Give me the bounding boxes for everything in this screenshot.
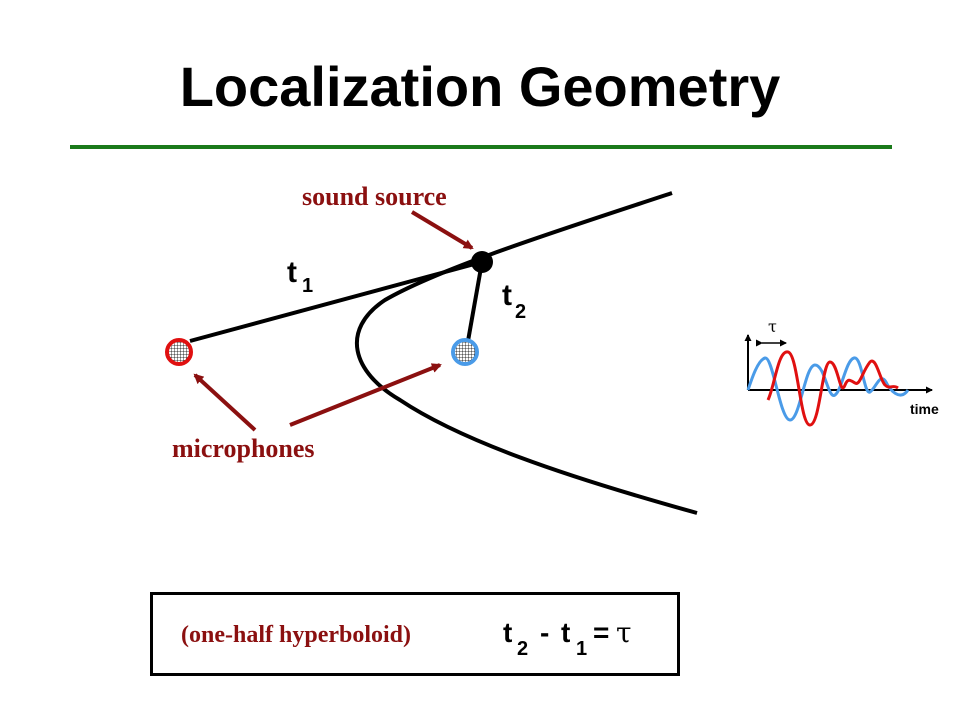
eq-t2: t <box>503 617 512 648</box>
hyperbola-branch <box>355 191 698 515</box>
equation-box: (one-half hyperboloid) t 2 - t 1 = τ <box>150 592 680 676</box>
hyperboloid-note: (one-half hyperboloid) <box>181 622 411 648</box>
eq-t1: t <box>561 617 570 648</box>
inset-tau-label: τ <box>768 317 777 336</box>
eq-minus: - <box>540 617 549 648</box>
path-t2-line <box>466 261 484 342</box>
eq-tau: τ <box>616 616 632 649</box>
equation-graphic: (one-half hyperboloid) t 2 - t 1 = τ <box>181 616 632 660</box>
t2-subscript: 2 <box>515 301 526 323</box>
microphone-left <box>165 338 193 366</box>
red-waveform <box>766 350 899 427</box>
sound-source-label: sound source <box>302 182 447 211</box>
t1-label: t <box>287 256 297 289</box>
eq-equals: = <box>593 617 609 648</box>
t2-label: t <box>502 279 512 312</box>
eq-t1-sub: 1 <box>576 638 587 660</box>
arrow-to-mic-right <box>289 363 442 427</box>
title-underline <box>70 145 892 149</box>
eq-t2-sub: 2 <box>517 638 528 660</box>
arrow-to-mic-left <box>193 373 257 432</box>
microphones-label: microphones <box>172 434 315 463</box>
sound-source-dot <box>471 251 493 273</box>
microphone-right <box>451 338 479 366</box>
arrow-to-source <box>410 210 474 250</box>
t1-subscript: 1 <box>302 275 313 297</box>
blue-waveform <box>746 356 910 422</box>
time-axis-label: time <box>910 401 939 417</box>
slide-title: Localization Geometry <box>179 55 781 118</box>
path-t1-line <box>189 260 483 343</box>
waveform-inset: τ time <box>744 317 939 427</box>
